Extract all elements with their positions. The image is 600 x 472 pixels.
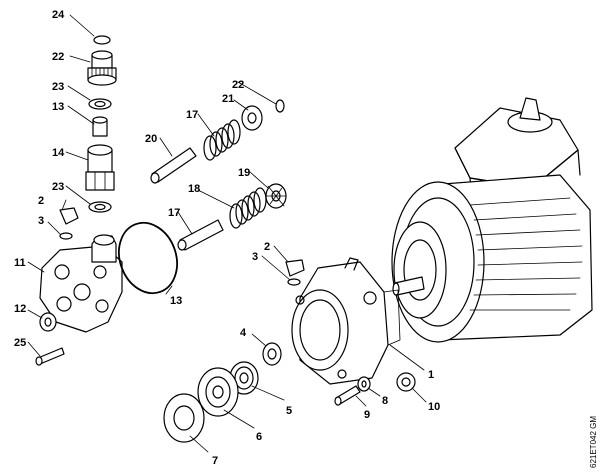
callout-6: 6: [256, 431, 262, 443]
callout-4: 4: [240, 327, 247, 339]
callout-11: 11: [14, 257, 26, 269]
o-ring-13: [118, 221, 178, 295]
callout-16: 17: [168, 207, 180, 219]
valve-stack: [59, 35, 117, 240]
callout-17-lower: 18: [188, 183, 200, 195]
callout-8: 8: [382, 395, 388, 407]
callout-labels: 24 22 23 13 14 23 2 3 11 12 25 13 20 17 …: [14, 9, 440, 467]
leader-lines: [27, 14, 427, 453]
callout-7: 7: [212, 455, 218, 467]
seals-and-bearings: [35, 259, 416, 443]
callout-3-right: 3: [252, 251, 258, 263]
callout-22: 22: [52, 51, 64, 63]
motor-assembly: [391, 97, 593, 343]
callout-19: 20: [145, 133, 157, 145]
callout-10: 10: [428, 401, 440, 413]
callout-24: 24: [52, 9, 65, 21]
spring-upper: [203, 119, 241, 161]
cylinder-head: [39, 234, 123, 333]
callout-17-upper: 17: [186, 109, 198, 121]
callout-13: 13: [170, 295, 182, 307]
callout-2-left: 2: [38, 195, 44, 207]
callout-23-upper: 23: [52, 81, 64, 93]
callout-21: 22: [232, 79, 244, 91]
callout-25: 25: [14, 337, 26, 349]
callout-2-right: 2: [264, 241, 270, 253]
callout-18: 19: [238, 167, 250, 179]
callout-12: 12: [14, 303, 26, 315]
spring-lower: [229, 187, 267, 229]
callout-9: 9: [364, 409, 370, 421]
pump-housing: [291, 257, 401, 385]
callout-14: 13: [52, 101, 64, 113]
pistons-and-springs: [150, 99, 287, 251]
callout-5: 5: [286, 405, 292, 417]
callout-1: 1: [428, 369, 434, 381]
callout-20: 21: [222, 93, 234, 105]
callout-23-lower: 23: [52, 181, 64, 193]
diagram-code: 621ET042 GM: [589, 416, 598, 468]
callout-3-left: 3: [38, 215, 44, 227]
callout-15: 14: [52, 147, 65, 159]
